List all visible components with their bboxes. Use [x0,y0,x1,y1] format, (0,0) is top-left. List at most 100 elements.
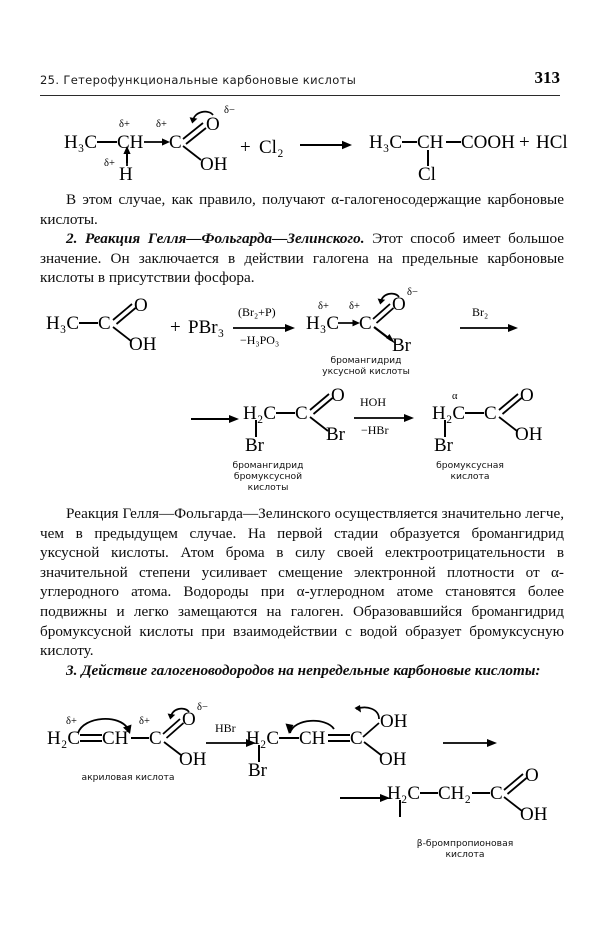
bond-enol-double-lower [328,740,350,742]
scheme3-final-o: O [525,765,539,786]
scheme2-bromide-caption-line2: уксусной кислоты [322,366,410,377]
scheme2-condition-below: −H₃PO₃ [240,333,280,347]
scheme2-acetic-h3c: H₃C [46,313,80,334]
scheme3-reaction-arrow-2 [443,739,497,747]
bond-bromoacetic-h2c-br [444,420,446,437]
scheme1-electron-arrow-co [189,108,217,124]
scheme2-bromide-h3c: H₃C [306,313,340,334]
bond-final-h2c-br [399,800,401,817]
scheme3-enol-ch: CH [299,728,326,749]
scheme1-product-cl: Cl [418,164,436,185]
scheme1-reaction-arrow [300,140,352,150]
scheme1-delta-o: δ− [224,105,235,116]
scheme2-bromoacetyl-caption-line2: бромуксусной [233,471,303,482]
scheme2-bromide-double-bond-co [372,298,400,323]
scheme2-bromide-c: C [359,313,372,334]
running-head-title: 25. Гетерофункциональные карбоновые кисл… [40,73,357,87]
scheme2-bromoacetic-alpha: α [452,391,458,402]
scheme2-bromoacetic-bond-c-oh [499,417,525,437]
scheme3-acrylic-ch: CH [102,728,129,749]
header-rule [40,95,560,96]
scheme2-bromoacetic-br: Br [434,435,453,456]
paragraph-2: 2. Реакция Гелля—Фольгарда—Зелинского. Э… [40,229,564,288]
scheme2-condition-above: (Br₂+P) [238,305,276,319]
scheme1-plus: + [240,137,251,158]
scheme3-enol-c: C [350,728,363,749]
scheme2-bond-c-br [374,327,395,344]
scheme2-reaction-arrow-2 [460,324,518,332]
scheme1-shift-arrow-ch-c [144,138,170,146]
scheme1-carboxyl-c: C [169,132,182,153]
scheme2-bromoacetyl-double-bond-co [309,388,339,414]
scheme3-final-c: C [490,783,503,804]
scheme3-acrylic-o: O [182,709,196,730]
scheme2-bromoacetic-oh: OH [515,424,543,445]
scheme2-bond-c-br-right [310,417,336,437]
scheme2-bromoacetic-c: C [484,403,497,424]
scheme3-electron-arrow-alkene [76,714,132,734]
scheme2-bromoacetyl-caption-line3: кислоты [247,482,289,493]
scheme2-bromide-o: O [392,294,406,315]
scheme2-bromoacetyl-h2c: H₂C [243,403,277,424]
page-number: 313 [534,68,561,87]
scheme2-acetic-c: C [98,313,111,334]
scheme3-final-caption-line2: кислота [445,849,485,860]
scheme1-product-h3c: H₃C [369,132,403,153]
scheme1-product-cooh: COOH [461,132,515,153]
scheme2-bromoacetic-caption-line1: бромуксусная [436,460,504,471]
scheme2-shift-arrow-h3c-c [338,319,360,327]
scheme3-electron-arrow-oh [354,705,383,723]
bond-acrylic-double-lower [80,740,102,742]
scheme2-bromide-delta-o: δ− [407,287,418,298]
paragraph-1: В этом случае, как правило, получают α-г… [40,190,564,229]
scheme2-reaction-arrow-3 [354,414,414,422]
bond-h2c-br-down [255,420,257,437]
scheme3-final-caption-line1: β-бромпропионовая [416,838,514,849]
scheme1-delta-c: δ+ [156,119,167,130]
scheme2-acetic-o: O [134,295,148,316]
scheme3-bond-c-oh-up [363,721,387,739]
paragraph-3: Реакция Гелля—Фольгарда—Зелинского осуще… [40,504,564,661]
paragraph-4: 3. Действие галогеноводородов на непреде… [40,661,564,681]
scheme1-byproduct-hcl: HCl [536,132,568,153]
scheme2-bromoacetyl-br-right: Br [326,424,345,445]
scheme3-acrylic-h2c: H₂C [47,728,81,749]
scheme3-acrylic-double-bond-co [162,713,190,738]
scheme2-electron-arrow-co [377,290,403,305]
scheme1-double-bond-co [182,118,214,144]
scheme1-ch: CH [117,132,144,153]
bond-acetic-h3c-c [79,322,98,324]
scheme3-enol-oh-down: OH [379,749,407,770]
scheme1-hydroxyl: OH [200,154,228,175]
bond-final-ch2-c [472,792,490,794]
scheme3-acrylic-oh: OH [179,749,207,770]
scheme2-bromide-caption-line1: бромангидрид [330,355,402,366]
scheme3-condition-hbr: HBr [215,721,236,735]
scheme3-bond-c-oh-down [364,742,390,762]
scheme2-condition-minus-hbr: −HBr [361,423,389,437]
bond-enol-h2c-ch [279,737,299,739]
scheme3-final-bond-c-oh [504,797,530,817]
bond-acrylic-ch-c [131,737,149,739]
scheme2-bromoacetic-double-bond-co [498,388,528,414]
scheme3-electron-arrow-enol [285,716,338,734]
scheme1-bond-c-oh [183,146,209,166]
bond-bromoacetyl-h2c-c [276,412,295,414]
scheme2-bromoacetyl-o: O [331,385,345,406]
scheme3-final-ch2: CH₂ [438,783,472,804]
scheme3-final-double-bond-co [503,768,533,794]
bond-enol-h2c-br [258,745,260,762]
scheme3-acrylic-delta-h2c: δ+ [66,716,77,727]
scheme2-acetic-bond-c-oh [113,327,139,347]
scheme2-bromoacetyl-caption-line1: бромангидрид [232,460,304,471]
scheme1-h3c: H₃C [64,132,98,153]
scheme3-continuation-arrow [340,794,390,802]
scheme3-electron-arrow-co [167,705,193,720]
scheme3-acrylic-delta-c: δ+ [139,716,150,727]
scheme3-acrylic-caption: акриловая кислота [81,772,175,783]
section-2-heading: 2. Реакция Гелля—Фольгарда—Зелинского. [66,230,365,247]
scheme3-final-h2c: H₂C [387,783,421,804]
scheme2-bromide-br: Br [392,335,411,356]
paragraph-3-text: Реакция Гелля—Фольгарда—Зелинского осуще… [40,505,564,660]
